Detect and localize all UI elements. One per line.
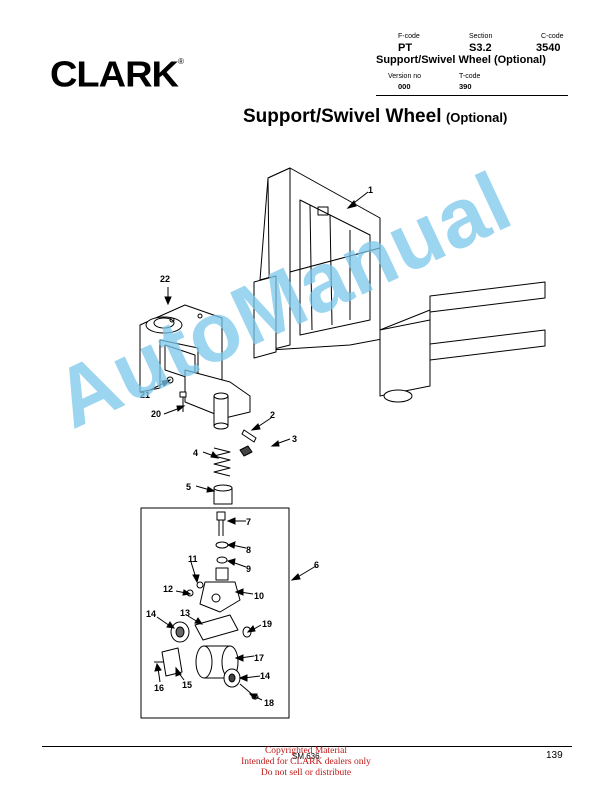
registered-mark: ®	[178, 57, 184, 66]
callout-9: 9	[246, 564, 251, 574]
ccode-value: 3540	[536, 42, 561, 54]
callout-19: 19	[262, 619, 272, 629]
callout-20: 20	[151, 409, 161, 419]
section-label: Section	[469, 33, 493, 40]
fcode-label: F-code	[398, 33, 420, 40]
logo-text: CLARK	[50, 56, 179, 94]
callout-10: 10	[254, 591, 264, 601]
exploded-parts-diagram: 1 2 3 4 5 6 7 8 9 10 11 12 13 14 15 16 1…	[139, 167, 546, 719]
callout-22: 22	[160, 274, 170, 284]
tcode-label: T-code	[459, 73, 481, 80]
page-title-optional: (Optional)	[445, 110, 508, 125]
callout-4: 4	[193, 448, 198, 458]
clark-logo: CLARK ®	[50, 56, 184, 94]
section-value: S3.2	[469, 42, 492, 54]
leader-arrows	[149, 191, 369, 701]
footer-code: SM 636	[292, 752, 320, 761]
callout-11: 11	[188, 554, 198, 564]
callout-3: 3	[292, 434, 297, 444]
callout-1: 1	[368, 185, 373, 195]
callout-8: 8	[246, 545, 251, 555]
callout-12: 12	[163, 584, 173, 594]
page-number: 139	[546, 750, 563, 761]
callout-18: 18	[264, 698, 274, 708]
doc-title: Support/Swivel Wheel (Optional)	[376, 54, 546, 66]
copyright-line-1: Copyrighted Material	[264, 746, 348, 756]
callout-21: 21	[140, 390, 150, 400]
header-rule	[376, 95, 568, 96]
callout-13: 13	[180, 608, 190, 618]
page-title-main: Support/Swivel Wheel	[243, 106, 442, 127]
callout-5: 5	[186, 482, 191, 492]
footer-rule	[42, 746, 572, 747]
tcode-value: 390	[459, 82, 472, 91]
callout-14b: 14	[260, 671, 270, 681]
version-value: 000	[398, 82, 411, 91]
callout-17: 17	[254, 653, 264, 663]
ccode-label: C-code	[541, 33, 564, 40]
callout-16: 16	[154, 683, 164, 693]
callout-14a: 14	[146, 609, 156, 619]
callout-2: 2	[270, 410, 275, 420]
callout-15: 15	[182, 680, 192, 690]
page-title: Support/Swivel Wheel (Optional)	[243, 106, 507, 128]
version-label: Version no	[388, 73, 422, 80]
callout-7: 7	[246, 517, 251, 527]
copyright-line-2: Intended for CLARK dealers only	[241, 757, 371, 767]
fcode-value: PT	[398, 42, 413, 54]
copyright-line-3: Do not sell or distribute	[260, 768, 352, 778]
callout-6: 6	[314, 560, 319, 570]
